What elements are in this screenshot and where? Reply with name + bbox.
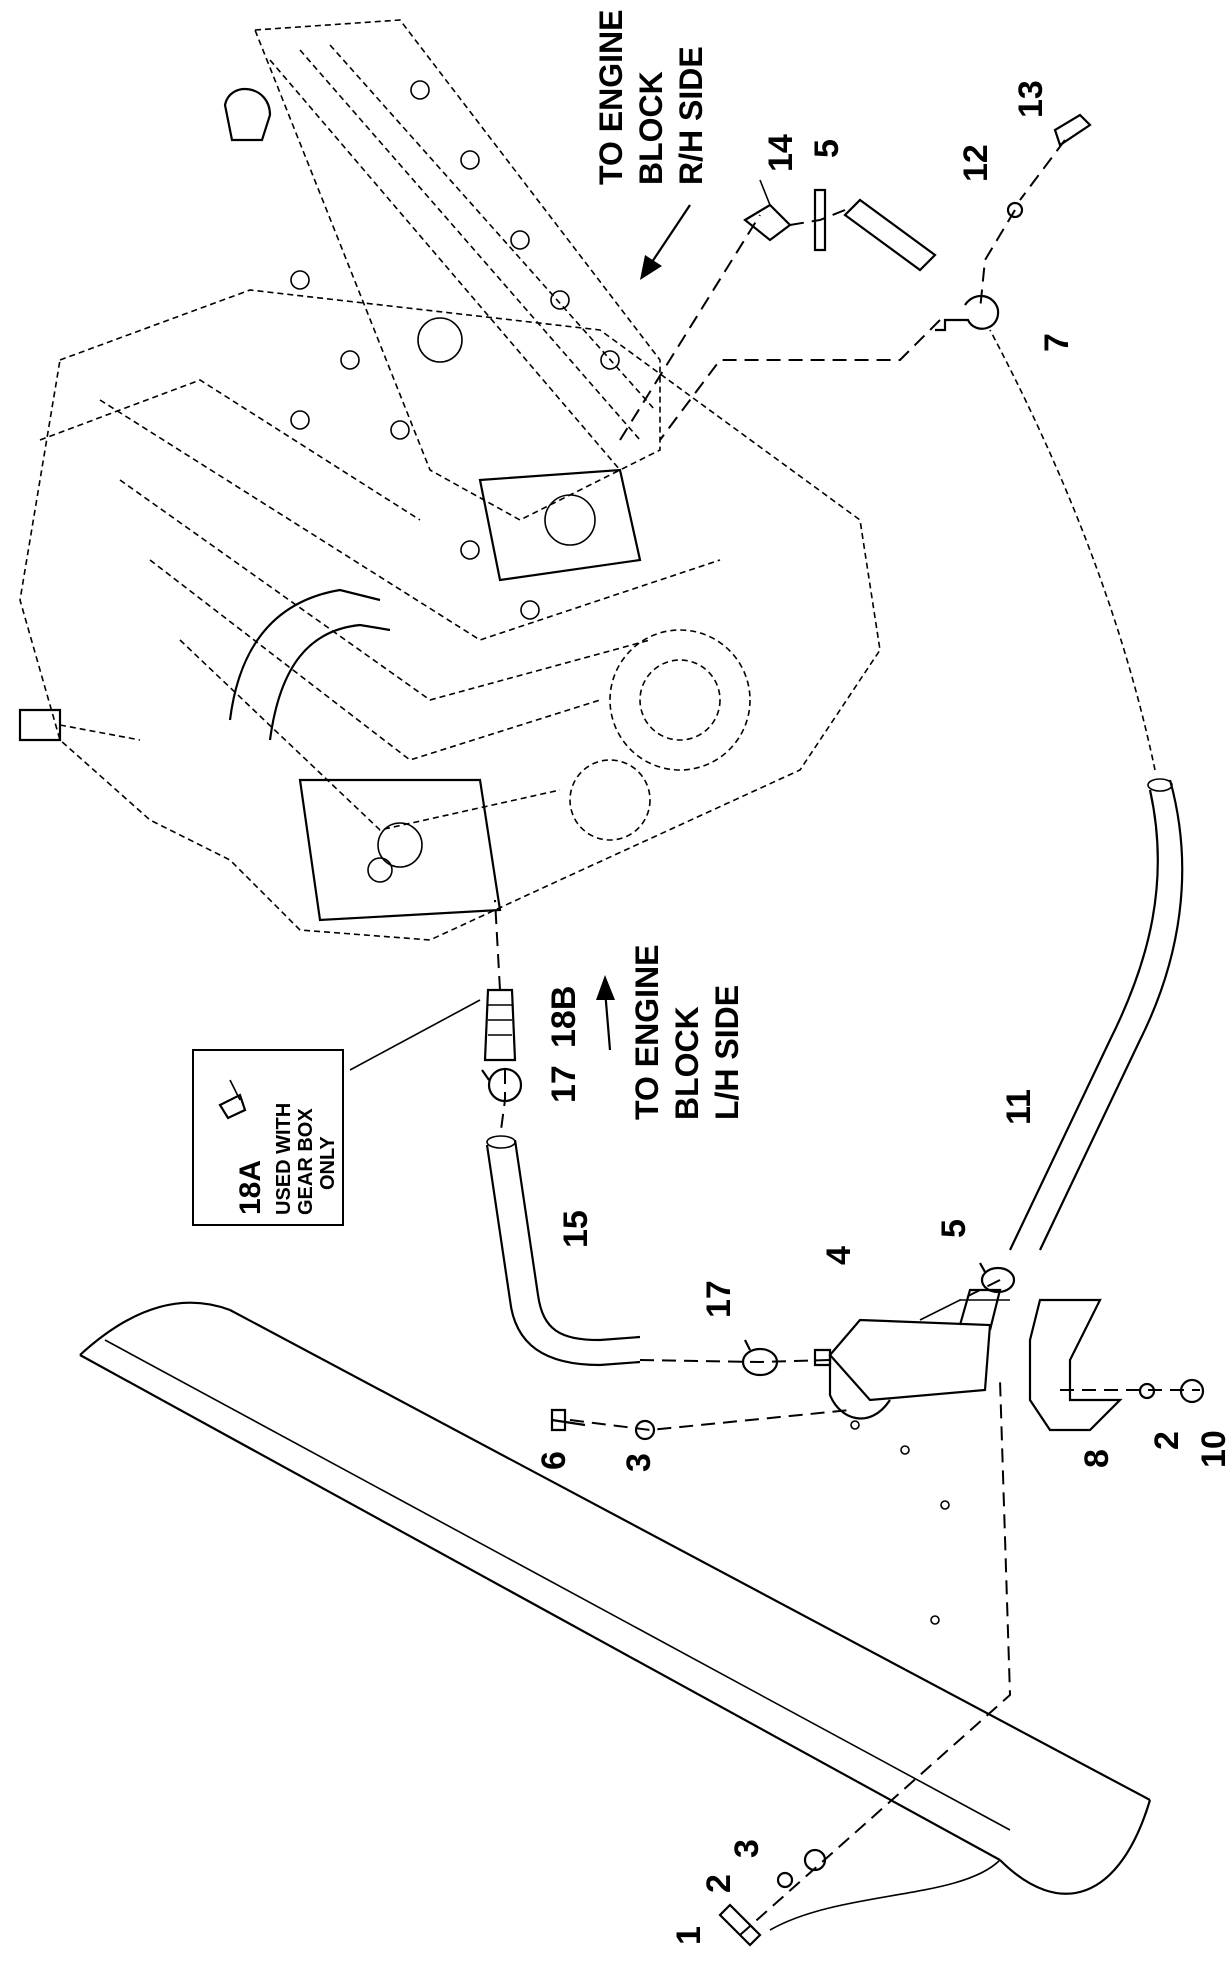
callout-5a: 5 bbox=[935, 1219, 973, 1238]
hose-11 bbox=[989, 329, 1184, 1251]
callout-10: 10 bbox=[1195, 1430, 1230, 1468]
callout-3b: 3 bbox=[620, 1453, 658, 1472]
callout-18b: 18B bbox=[545, 986, 583, 1048]
rh-note-line1: TO ENGINE bbox=[593, 10, 629, 185]
callout-2a: 2 bbox=[700, 1874, 738, 1893]
hose-15 bbox=[485, 1135, 641, 1367]
callout-14: 14 bbox=[762, 134, 800, 172]
separator-bowl bbox=[813, 1288, 1010, 1420]
callout-8: 8 bbox=[1078, 1449, 1116, 1468]
callout-1: 1 bbox=[670, 1926, 708, 1945]
hose-upper bbox=[843, 198, 937, 272]
small-hardware bbox=[481, 113, 1205, 1947]
direction-arrows bbox=[596, 204, 691, 1051]
callout-3a: 3 bbox=[728, 1839, 766, 1858]
rh-note: TO ENGINE BLOCK R/H SIDE bbox=[593, 10, 709, 185]
lh-note-line1: TO ENGINE bbox=[629, 945, 665, 1120]
callout-17b: 17 bbox=[545, 1065, 583, 1103]
inset-text: 18A USED WITH GEAR BOX ONLY bbox=[234, 1103, 339, 1215]
bracket bbox=[1028, 1298, 1123, 1432]
callout-12: 12 bbox=[957, 144, 995, 182]
inset-box bbox=[192, 1049, 344, 1226]
inset-part-label: 18A bbox=[234, 1160, 267, 1215]
lh-note: TO ENGINE BLOCK L/H SIDE bbox=[629, 945, 745, 1120]
engine-assembly bbox=[18, 19, 881, 941]
inset-line2: GEAR BOX bbox=[295, 1108, 317, 1215]
callout-6: 6 bbox=[535, 1451, 573, 1470]
clamp-7 bbox=[935, 294, 1000, 332]
rh-note-line3: R/H SIDE bbox=[673, 46, 709, 185]
callout-7: 7 bbox=[1038, 333, 1076, 352]
callout-4: 4 bbox=[820, 1246, 858, 1265]
callout-11: 11 bbox=[1000, 1089, 1038, 1125]
lh-note-line3: L/H SIDE bbox=[709, 985, 745, 1120]
inset-line1: USED WITH bbox=[273, 1103, 295, 1215]
inset-line3: ONLY bbox=[317, 1136, 339, 1190]
callout-labels: 1 2 3 6 3 4 17 15 17 18B 5 11 8 2 10 14 … bbox=[535, 80, 1230, 1945]
callout-2b: 2 bbox=[1148, 1431, 1186, 1450]
assembly-lines bbox=[349, 139, 1200, 1936]
lh-note-line2: BLOCK bbox=[669, 1006, 705, 1120]
callout-13: 13 bbox=[1012, 80, 1050, 118]
callout-5b: 5 bbox=[808, 139, 846, 158]
callout-17a: 17 bbox=[700, 1280, 738, 1318]
rh-note-line2: BLOCK bbox=[633, 71, 669, 185]
mounting-tube bbox=[79, 1301, 1152, 1931]
callout-15: 15 bbox=[557, 1210, 595, 1248]
